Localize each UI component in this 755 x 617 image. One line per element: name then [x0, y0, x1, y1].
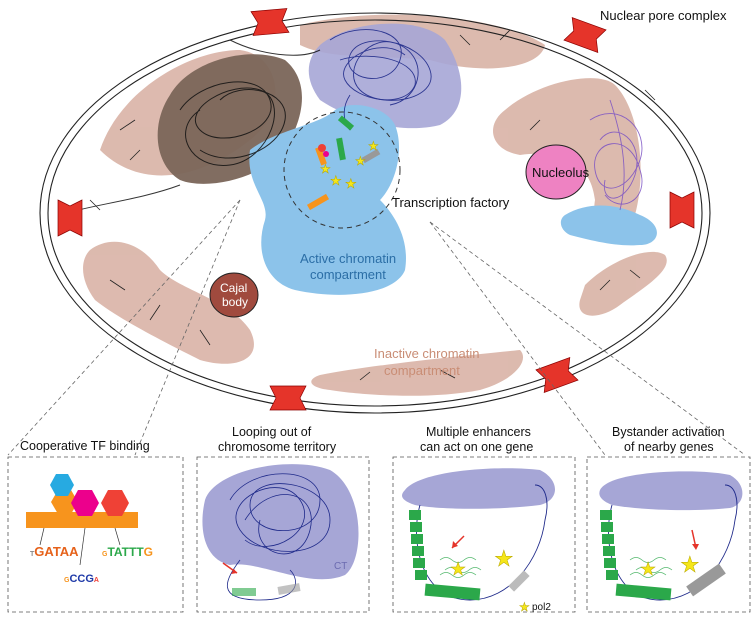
motif-tattt: GTATTTG [102, 545, 153, 559]
label-active-compartment-line2: compartment [310, 267, 386, 282]
panel4-rna-waves [629, 557, 673, 578]
tf-red-hexagon [101, 490, 129, 516]
tie-line-3 [114, 527, 121, 546]
nucleus: ★ ★ ★ ★ ★ [39, 8, 727, 414]
tf-cyan-hexagon [50, 474, 74, 496]
tf-magenta-hexagon [71, 490, 99, 516]
panel4-red-arrowhead [692, 544, 699, 550]
svg-text:★: ★ [345, 176, 357, 191]
zoom-guide-lines [7, 199, 746, 456]
nuclear-envelope-inner [47, 19, 703, 407]
nuclear-envelope-outer [39, 12, 711, 414]
panel3-territory [402, 468, 555, 509]
panel-bystander-activation: Bystander activation of nearby genes ★ ★ [586, 425, 751, 613]
label-nucleolus: Nucleolus [532, 165, 590, 180]
panel2-territory [202, 464, 359, 580]
panel2-red-arrowhead [231, 569, 237, 574]
panel2-title-line1: Looping out of [232, 425, 312, 439]
pol2-stars: ★ ★ ★ ★ ★ [320, 139, 379, 192]
pore-top-left [250, 8, 290, 36]
tie-line-1 [39, 527, 45, 546]
panel2-ct-label: CT [334, 561, 347, 572]
label-inactive-line1: Inactive chromatin [374, 346, 480, 361]
panel-looping-out: Looping out of chromosome territory CT [196, 425, 370, 613]
motif-gata: TGATAA [30, 544, 79, 559]
label-nuclear-pore-complex: Nuclear pore complex [600, 8, 727, 23]
pore-right [669, 191, 695, 229]
label-cajal-line1: Cajal [220, 281, 247, 295]
active-chromatin-compartment [249, 105, 406, 295]
panel3-title-line2: can act on one gene [420, 440, 533, 454]
panel4-title-line1: Bystander activation [612, 425, 725, 439]
panel-multiple-enhancers: Multiple enhancers can act on one gene ★… [392, 425, 576, 614]
pore-bottom-left [269, 385, 307, 411]
pore-left [57, 199, 83, 237]
motif-gata-prefix: T [30, 551, 35, 558]
label-inactive-line2: compartment [384, 363, 460, 378]
panel3-enhancers [409, 510, 481, 601]
chromatin-fibers [89, 29, 656, 381]
panel1-frame [7, 456, 184, 613]
panel2-gene-gray [277, 583, 301, 595]
motif-tattt-suffix: G [144, 545, 153, 559]
gene-green-1 [337, 115, 355, 131]
motif-gata-core: GATAA [34, 544, 79, 559]
nuclear-pore-complexes [57, 8, 695, 411]
gene-orange-2 [306, 193, 330, 211]
cajal-body [209, 272, 259, 318]
transcription-factory-contents: ★ ★ ★ ★ ★ [306, 115, 381, 211]
motif-ccg-prefix: G [64, 577, 70, 584]
pore-top-right [563, 17, 607, 53]
tf-dot-red [318, 144, 326, 152]
motif-ccg: GCCGA [64, 573, 99, 585]
gene-gray [361, 148, 381, 164]
panel2-chromatin-loops [227, 473, 331, 601]
panel3-chromatin-loop [416, 484, 548, 601]
gene-green-2 [336, 137, 346, 161]
panel2-frame [196, 456, 370, 613]
pore-bottom-right [535, 357, 579, 393]
panel3-rna-waves [439, 557, 482, 578]
panel3-red-arrowhead [452, 541, 458, 548]
motif-tattt-core: TATTT [107, 545, 144, 559]
active-chromatin-compartment-right [560, 205, 657, 246]
motif-tattt-prefix: G [102, 551, 108, 558]
svg-text:★: ★ [355, 154, 366, 168]
panel2-title-line2: chromosome territory [218, 440, 337, 454]
svg-text:★: ★ [320, 162, 331, 176]
panel4-gene-gray [686, 563, 726, 597]
panel4-star-2: ★ [680, 552, 700, 577]
label-transcription-factory: Transcription factory [392, 195, 510, 210]
motif-ccg-suffix: A [94, 577, 99, 584]
panel3-star-1: ★ [450, 559, 466, 579]
panel2-gene-green [232, 588, 256, 596]
label-cajal-line2: body [222, 295, 248, 309]
svg-text:★: ★ [330, 173, 342, 188]
panel4-frame [586, 456, 751, 613]
panel4-gene-bar [615, 583, 672, 601]
panel3-gene-gray [508, 570, 530, 592]
transcription-factory-circle [283, 111, 401, 229]
panel4-star-1: ★ [640, 559, 656, 579]
tf-dot-magenta [323, 151, 329, 157]
panel3-legend-star: ★ [519, 600, 530, 614]
panel3-legend-label: pol2 [532, 602, 551, 613]
nucleolus [525, 144, 587, 200]
panel3-gene-bar [424, 583, 481, 601]
panel3-title-line1: Multiple enhancers [426, 425, 531, 439]
panel4-enhancers [600, 510, 672, 601]
nucleolar-chromatin-loops [589, 99, 643, 211]
panel4-territory [599, 471, 743, 511]
svg-text:★: ★ [368, 139, 379, 153]
panel3-frame [392, 456, 576, 613]
motif-ccg-core: CCG [69, 573, 93, 585]
panel-cooperative-tf-binding: Cooperative TF binding TGATAA GCCGA GTAT… [7, 439, 184, 613]
panel3-star-2: ★ [494, 546, 514, 571]
tie-line-2 [79, 527, 86, 566]
panel1-title: Cooperative TF binding [20, 439, 150, 453]
label-active-compartment-line1: Active chromatin [300, 251, 396, 266]
gene-orange-1 [315, 146, 327, 166]
panel4-title-line2: of nearby genes [624, 440, 714, 454]
